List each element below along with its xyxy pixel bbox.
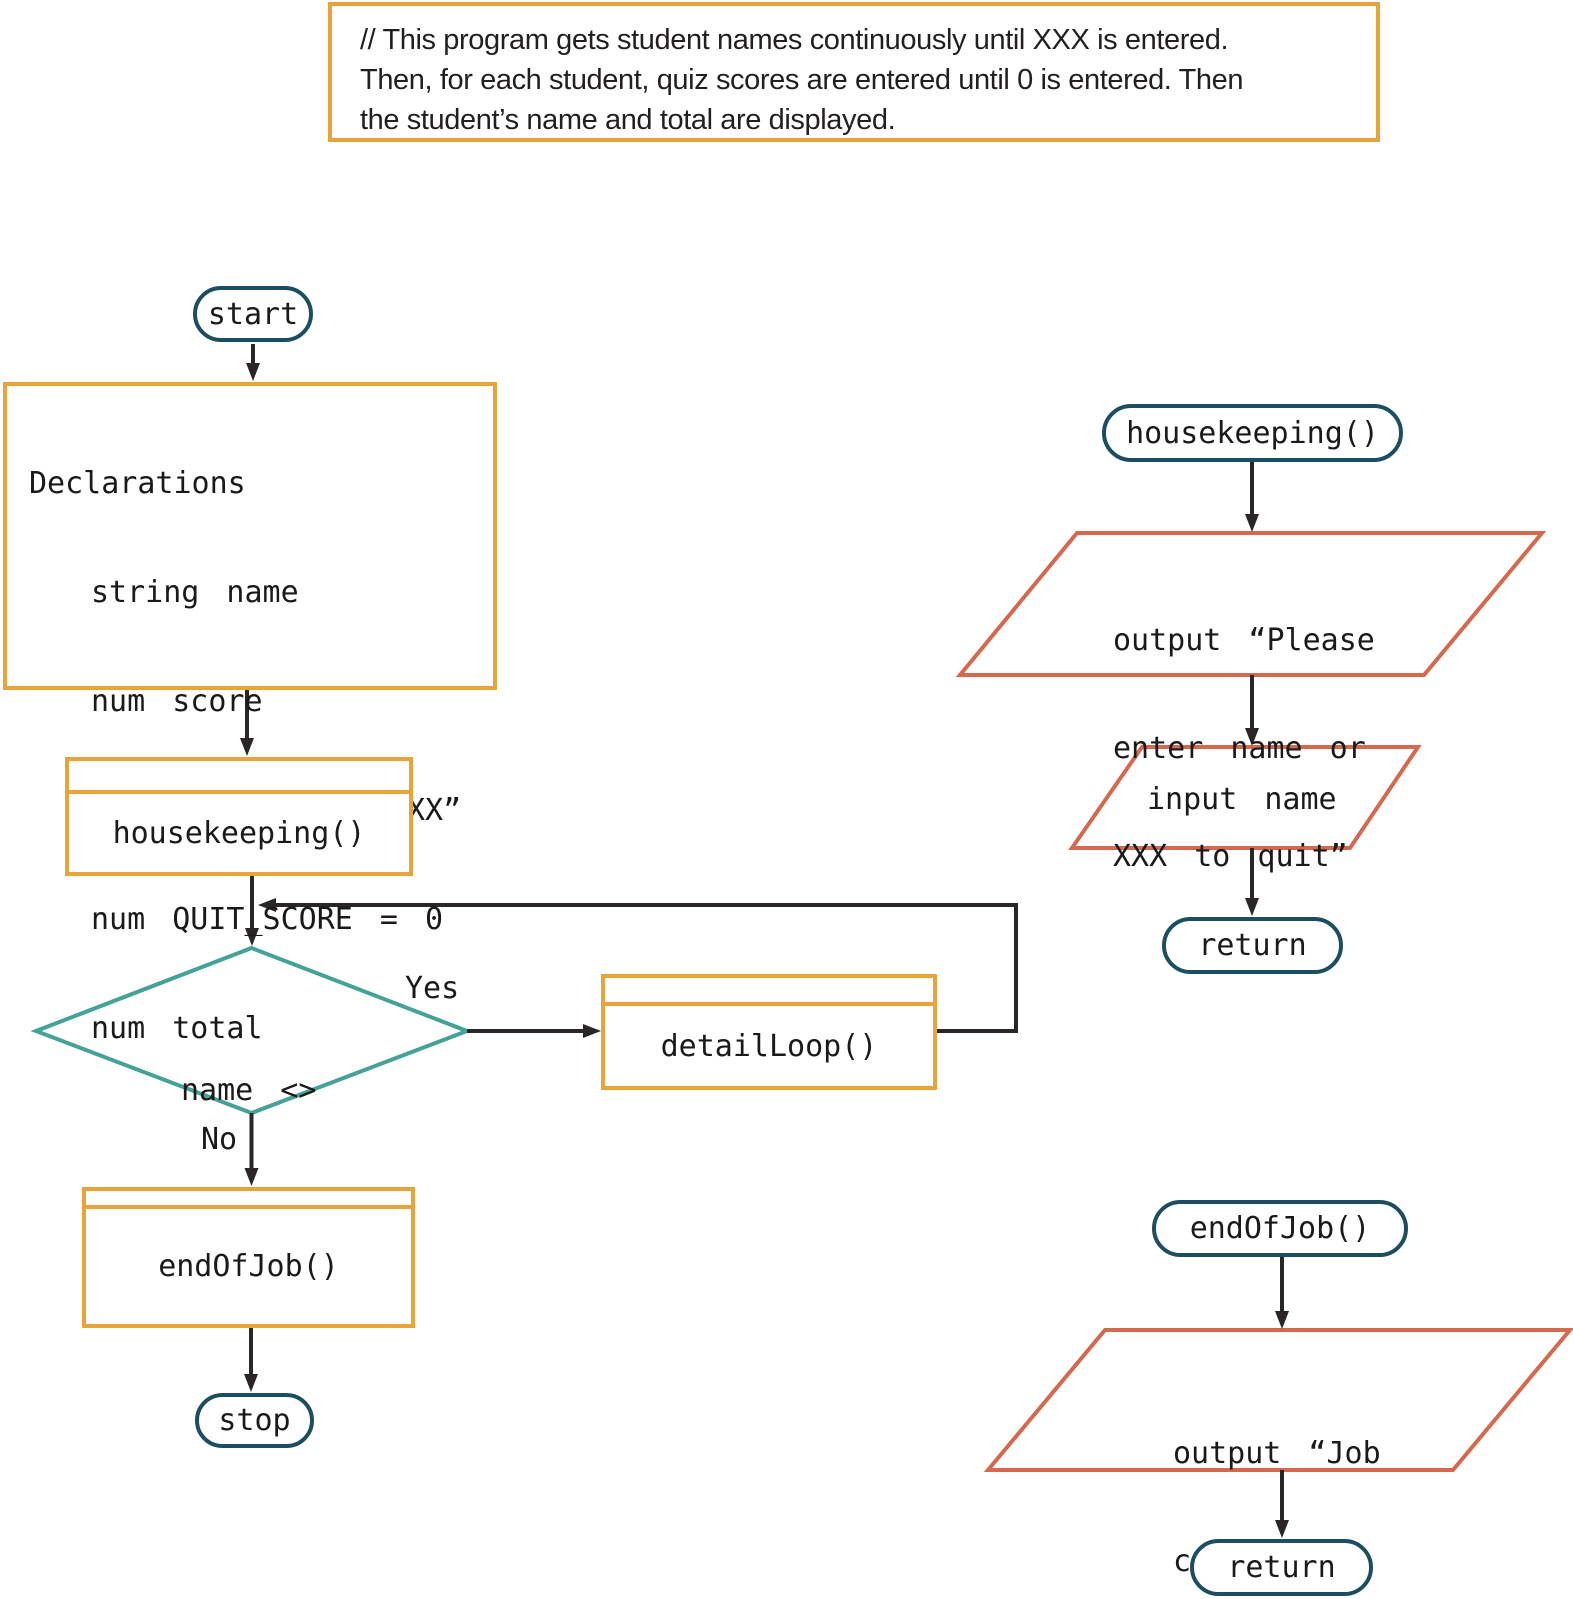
- housekeeping-module-title: housekeeping(): [1126, 415, 1379, 451]
- output-line: XXX to quit”: [1113, 839, 1348, 874]
- input-parallelogram-name: [1068, 745, 1422, 850]
- output-line: output “Please: [1113, 623, 1375, 658]
- start-label: start: [207, 296, 299, 332]
- housekeeping-module-terminal: housekeeping(): [1102, 404, 1403, 462]
- comment-line: // This program gets student names conti…: [360, 24, 1229, 56]
- decision-line1: name <>: [181, 1073, 317, 1108]
- declaration-line: num total: [91, 1011, 263, 1046]
- housekeeping-call-label: housekeeping(): [112, 815, 366, 851]
- return-label: return: [1198, 928, 1307, 963]
- start-terminal: start: [193, 286, 313, 342]
- module-call-bar: [69, 761, 409, 794]
- declarations-title: Declarations: [29, 466, 246, 501]
- detailloop-call-label: detailLoop(): [660, 1028, 878, 1064]
- endofjob-module-title: endOfJob(): [1189, 1211, 1371, 1246]
- no-branch-label: No: [201, 1122, 238, 1157]
- comment-line: Then, for each student, quiz scores are …: [360, 64, 1244, 96]
- endofjob-call-box: endOfJob(): [82, 1187, 415, 1328]
- declaration-line: num QUIT_SCORE = 0: [91, 902, 444, 937]
- yes-branch-label: Yes: [405, 971, 460, 1006]
- output-line: enter name or: [1113, 731, 1366, 766]
- comment-line: the student’s name and total are display…: [360, 104, 896, 136]
- stop-label: stop: [218, 1403, 291, 1438]
- output-please-enter-text: output “Please enter name or XXX to quit…: [1113, 551, 1375, 947]
- output-line: output “Job: [1173, 1436, 1381, 1471]
- output-parallelogram-job-complete: [983, 1328, 1573, 1472]
- endofjob-return-terminal: return: [1190, 1539, 1373, 1596]
- return-label: return: [1227, 1550, 1336, 1585]
- input-name-text: input name: [1147, 782, 1337, 817]
- detailloop-call-box: detailLoop(): [601, 974, 937, 1090]
- housekeeping-call-box: housekeeping(): [65, 757, 413, 876]
- program-comment-box: // This program gets student names conti…: [328, 2, 1380, 142]
- output-parallelogram-please-enter: [955, 531, 1547, 677]
- declarations-box: Declarations string name num score strin…: [3, 382, 497, 1046]
- module-call-bar: [605, 978, 933, 1006]
- module-call-bar: [86, 1191, 411, 1209]
- declaration-line: string name: [91, 575, 299, 610]
- endofjob-call-label: endOfJob(): [158, 1249, 339, 1284]
- declaration-line: num score: [91, 684, 263, 719]
- stop-terminal: stop: [195, 1393, 314, 1448]
- endofjob-module-terminal: endOfJob(): [1152, 1200, 1408, 1257]
- arrow-detailloop-return-loop: [258, 898, 1018, 1033]
- housekeeping-return-terminal: return: [1162, 917, 1343, 974]
